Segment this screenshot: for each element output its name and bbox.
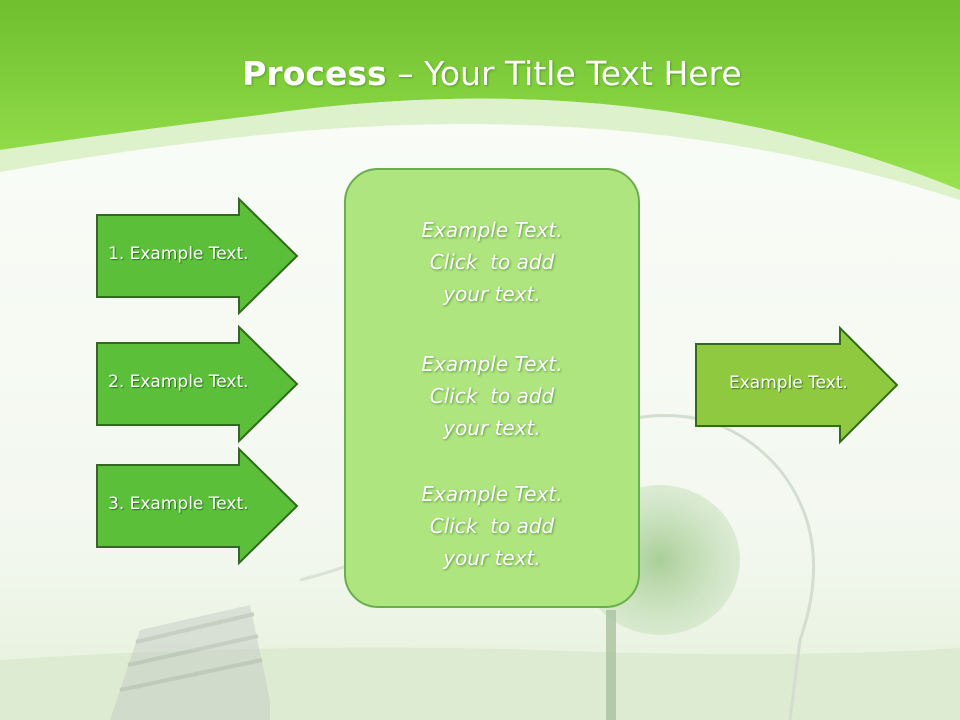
process-arrow-3[interactable]: 3. Example Text.	[96, 446, 299, 566]
center-item-1-line-2: Click to add	[429, 250, 555, 274]
arrow-label-3: 3. Example Text.	[108, 494, 249, 514]
title-rest: – Your Title Text Here	[386, 54, 742, 93]
center-item-3: Example Text. Click to add your text.	[346, 478, 638, 574]
center-item-2-line-2: Click to add	[429, 384, 555, 408]
center-item-2-line-1: Example Text.	[421, 352, 563, 376]
center-item-3-line-2: Click to add	[429, 514, 555, 538]
output-arrow-shape	[695, 325, 899, 445]
slide-title[interactable]: Process – Your Title Text Here	[0, 52, 960, 96]
center-item-3-line-1: Example Text.	[421, 482, 563, 506]
title-bold: Process	[242, 54, 387, 93]
process-arrow-2[interactable]: 2. Example Text.	[96, 324, 299, 444]
center-item-1-line-1: Example Text.	[421, 218, 563, 242]
process-arrow-1[interactable]: 1. Example Text.	[96, 196, 299, 316]
output-arrow[interactable]: Example Text.	[695, 325, 899, 445]
arrow-shape-2	[96, 324, 299, 444]
arrow-label-1: 1. Example Text.	[108, 244, 249, 264]
arrow-label-2: 2. Example Text.	[108, 372, 249, 392]
center-item-1-line-3: your text.	[443, 282, 541, 306]
arrow-shape-1	[96, 196, 299, 316]
center-item-2: Example Text. Click to add your text.	[346, 348, 638, 444]
center-item-1: Example Text. Click to add your text.	[346, 214, 638, 310]
arrow-shape-3	[96, 446, 299, 566]
center-item-3-line-3: your text.	[443, 546, 541, 570]
center-text-box[interactable]: Example Text. Click to add your text. Ex…	[344, 168, 640, 608]
center-item-2-line-3: your text.	[443, 416, 541, 440]
output-arrow-label: Example Text.	[729, 373, 848, 393]
